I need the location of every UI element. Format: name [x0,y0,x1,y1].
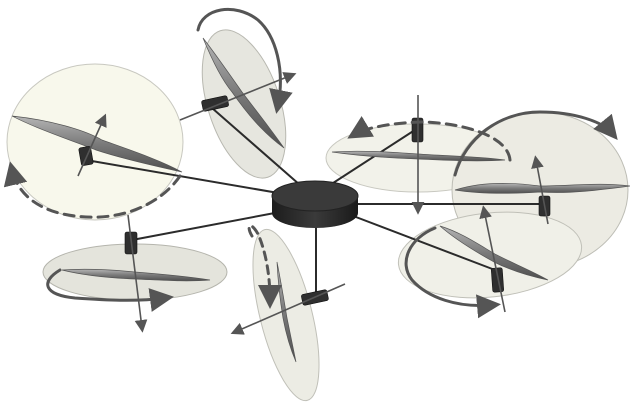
central-hub [272,181,358,228]
motor-lower-right [491,268,504,293]
hub-top [272,181,358,211]
